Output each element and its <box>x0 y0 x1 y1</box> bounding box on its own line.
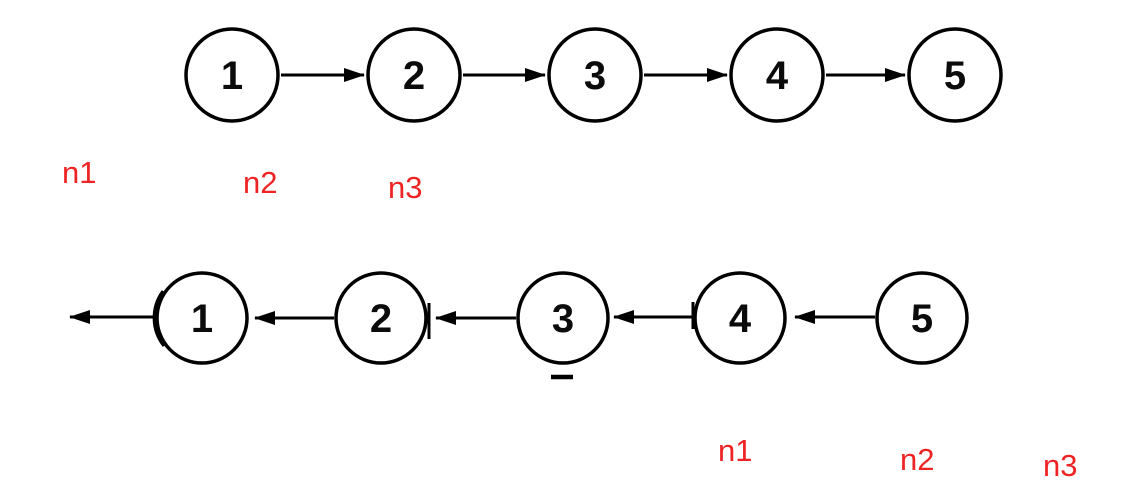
forward-node-2-value: 2 <box>403 54 425 98</box>
reversed-node-3-value: 3 <box>552 297 574 341</box>
reversed-node-1-value: 1 <box>191 297 213 341</box>
forward-pointer-label-n3: n3 <box>388 170 422 205</box>
reversed-node-4-circle <box>693 271 787 365</box>
forward-node-1-circle <box>184 27 280 123</box>
reversed-pointer-labels: n1 n2 n3 <box>718 433 1077 483</box>
reversed-pointer-label-n3: n3 <box>1043 448 1077 483</box>
reversed-node-5-value: 5 <box>911 297 933 341</box>
reversed-pointer-label-n2: n2 <box>900 442 934 477</box>
reversed-node-5-circle <box>875 271 969 365</box>
forward-node-2-circle <box>366 27 462 123</box>
reversed-node-2-value: 2 <box>370 297 392 341</box>
forward-pointer-label-n2: n2 <box>243 165 277 200</box>
forward-pointer-label-n1: n1 <box>62 155 96 190</box>
reversed-node-4-value: 4 <box>729 297 752 341</box>
forward-node-4-circle <box>729 27 825 123</box>
reversed-node-3-circle <box>516 271 610 365</box>
forward-node-5-value: 5 <box>944 54 966 98</box>
forward-node-4-value: 4 <box>766 54 789 98</box>
reversed-pointer-label-n1: n1 <box>718 433 752 468</box>
reversed-node-2-circle <box>334 271 428 365</box>
forward-node-1-value: 1 <box>221 54 243 98</box>
reversed-node-1-circle <box>155 271 249 365</box>
forward-node-3-value: 3 <box>584 54 606 98</box>
artifact-arc-left-of-node-1 <box>152 290 166 347</box>
forward-node-5-circle <box>907 27 1003 123</box>
forward-node-3-circle <box>547 27 643 123</box>
forward-list: 1 2 3 4 5 <box>184 27 1003 123</box>
forward-pointer-labels: n1 n2 n3 <box>62 155 422 205</box>
reversed-list: 1 2 3 4 5 <box>69 271 969 380</box>
